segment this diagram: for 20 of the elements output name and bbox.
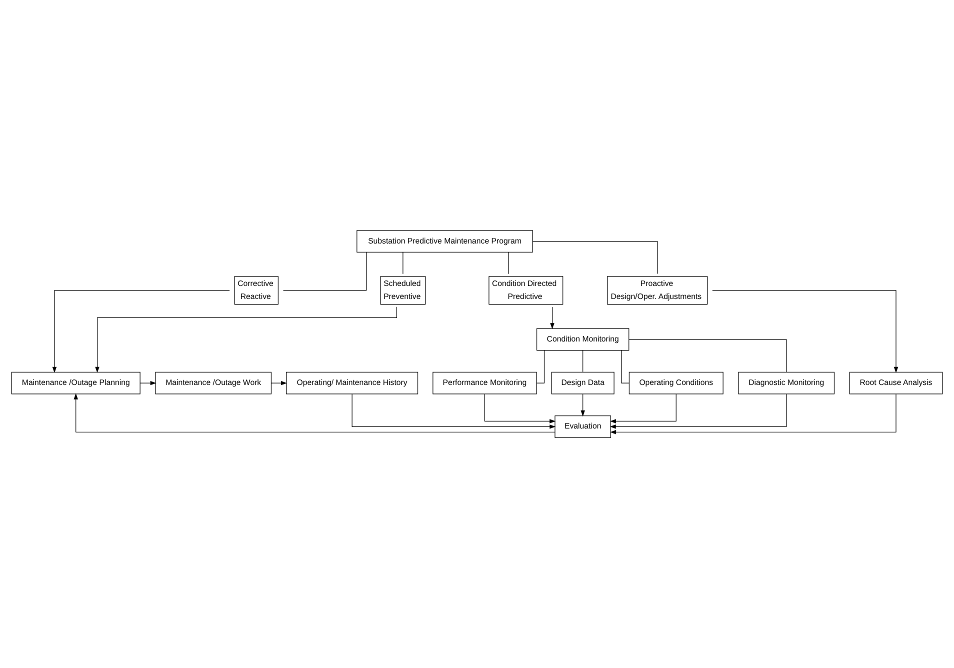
arrow — [550, 306, 554, 330]
arrow — [580, 394, 585, 416]
connector — [621, 350, 630, 384]
connector — [282, 252, 367, 291]
arrow — [610, 394, 896, 434]
connector — [628, 339, 787, 372]
connector — [508, 252, 509, 274]
connector — [582, 350, 584, 372]
arrow — [352, 394, 556, 429]
arrow — [712, 290, 898, 373]
connector — [536, 350, 545, 384]
arrow — [74, 393, 556, 432]
arrow — [610, 394, 787, 429]
connector — [532, 241, 658, 274]
arrow — [52, 290, 230, 373]
connector — [402, 252, 404, 274]
arrow — [271, 380, 288, 386]
arrow — [140, 380, 156, 386]
arrow — [484, 394, 556, 424]
arrow — [610, 394, 676, 424]
